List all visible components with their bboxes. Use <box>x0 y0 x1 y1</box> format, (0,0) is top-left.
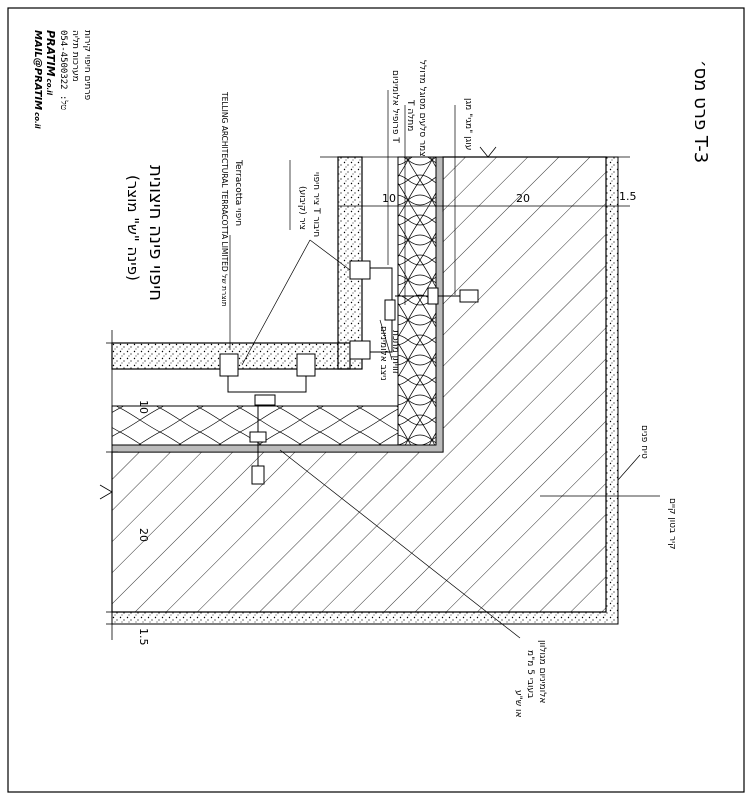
dimension-lines-left <box>99 330 118 640</box>
label-terracotta: Terracotta חיפוי <box>233 159 243 226</box>
dimension-lines-top <box>320 146 630 212</box>
company-logo-name: PRATIM <box>44 30 57 77</box>
label-mesh-anchor: עוגן "מגי" מגן <box>463 98 473 150</box>
drawing-frame <box>7 7 745 793</box>
dim-left-15: 1.5 <box>137 628 150 646</box>
drawing-title: פרט מס׳ T-3 <box>690 60 711 163</box>
label-terracotta-brand: TELLING ARCHITECTURAL TERRACOTTA LIMITED… <box>220 91 229 307</box>
label-mineral-wool: צמר סלעים מסוגל מדולל <box>417 60 427 157</box>
drawing-subtitle: חיפוי פינה חיצונית <box>145 165 166 301</box>
dim-left-10: 10 <box>137 400 150 414</box>
label-angle-clip: ציר חיפוי T חיבור <box>311 172 321 237</box>
drawing-subtitle-2: (פינה "ש" מוצר) <box>124 175 142 281</box>
clip-group <box>219 260 393 393</box>
dim-top-10: 10 <box>382 192 396 205</box>
company-line2: מערכות תליה <box>70 30 80 82</box>
company-phone: 054-4500322 :טל <box>58 30 69 110</box>
label-screw-bracket: זוויתן מתכת <box>390 330 400 374</box>
label-bottom-note-1: אלומיניום מגולוון <box>537 640 547 703</box>
label-bottom-note-2: בעובי 5 מ"מ <box>525 650 535 698</box>
company-mail-suffix: co.il <box>33 112 41 129</box>
dim-top-20: 20 <box>516 192 530 205</box>
company-mail-name: MAIL@PRATIM <box>32 30 43 110</box>
company-logo: PRATIM co.il <box>44 30 57 96</box>
dim-left-20: 20 <box>137 528 150 542</box>
leader-lines <box>229 90 660 639</box>
company-mail: MAIL@PRATIM co.il <box>32 30 43 129</box>
label-bottom-note-3: או ש"ע <box>513 690 523 717</box>
label-angle-clip-2: (קיבוע) ציר <box>297 186 307 230</box>
label-hanger-t: T מתלה <box>405 99 415 131</box>
company-line1: פרתים חיפוי קירות <box>82 30 92 101</box>
label-screw-bracket-2: ניצב אלומיניום <box>378 326 388 381</box>
anchor-bolts <box>249 287 479 485</box>
label-concrete-wall: קיר בטון קיים <box>667 498 677 550</box>
company-logo-suffix: co.il <box>45 79 53 96</box>
label-profile-t: פרופיל אלומיניום T <box>390 70 400 143</box>
dim-top-15: 1.5 <box>619 190 637 203</box>
label-plaster: טיח פנים <box>639 425 649 459</box>
